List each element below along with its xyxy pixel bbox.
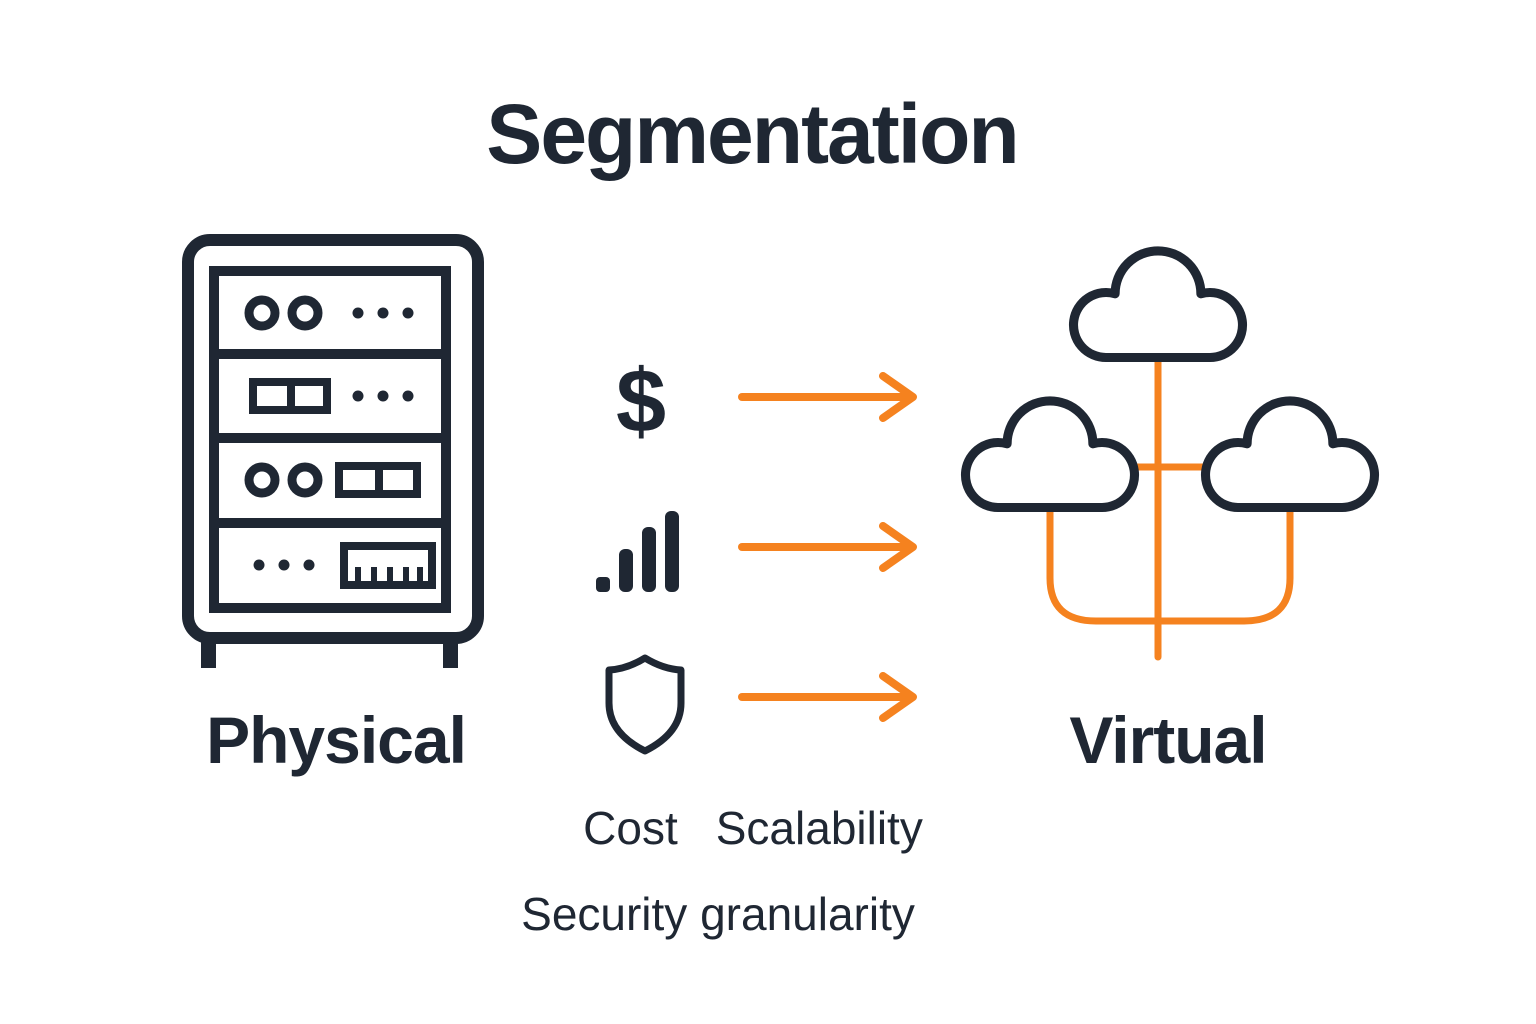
physical-label: Physical: [206, 703, 467, 777]
diagram-title: Segmentation: [486, 87, 1019, 181]
cloud-icon-right: [1200, 396, 1380, 513]
connector-lines: [1046, 346, 1294, 661]
cloud-icon-left: [960, 396, 1140, 513]
server-rack-icon: [182, 234, 484, 668]
caption-cost: Cost: [583, 802, 678, 854]
arrow-right-icon: [738, 522, 917, 572]
caption-security-granularity: Security granularity: [521, 888, 915, 940]
caption-scalability: Scalability: [715, 802, 923, 854]
caption-line-1: Cost Scalability: [583, 801, 923, 855]
cloud-icon-top: [1068, 246, 1248, 363]
server-dots: [352, 307, 414, 319]
bar-chart-icon: [596, 511, 679, 592]
arrow-right-icon: [738, 672, 917, 722]
server-dots: [352, 390, 414, 402]
arrow-right-icon: [738, 372, 917, 422]
virtual-cloud-network: [960, 246, 1380, 661]
server-dots: [253, 559, 315, 571]
shield-icon: [605, 654, 685, 755]
virtual-label: Virtual: [1069, 703, 1267, 777]
dollar-icon: $: [616, 352, 666, 452]
